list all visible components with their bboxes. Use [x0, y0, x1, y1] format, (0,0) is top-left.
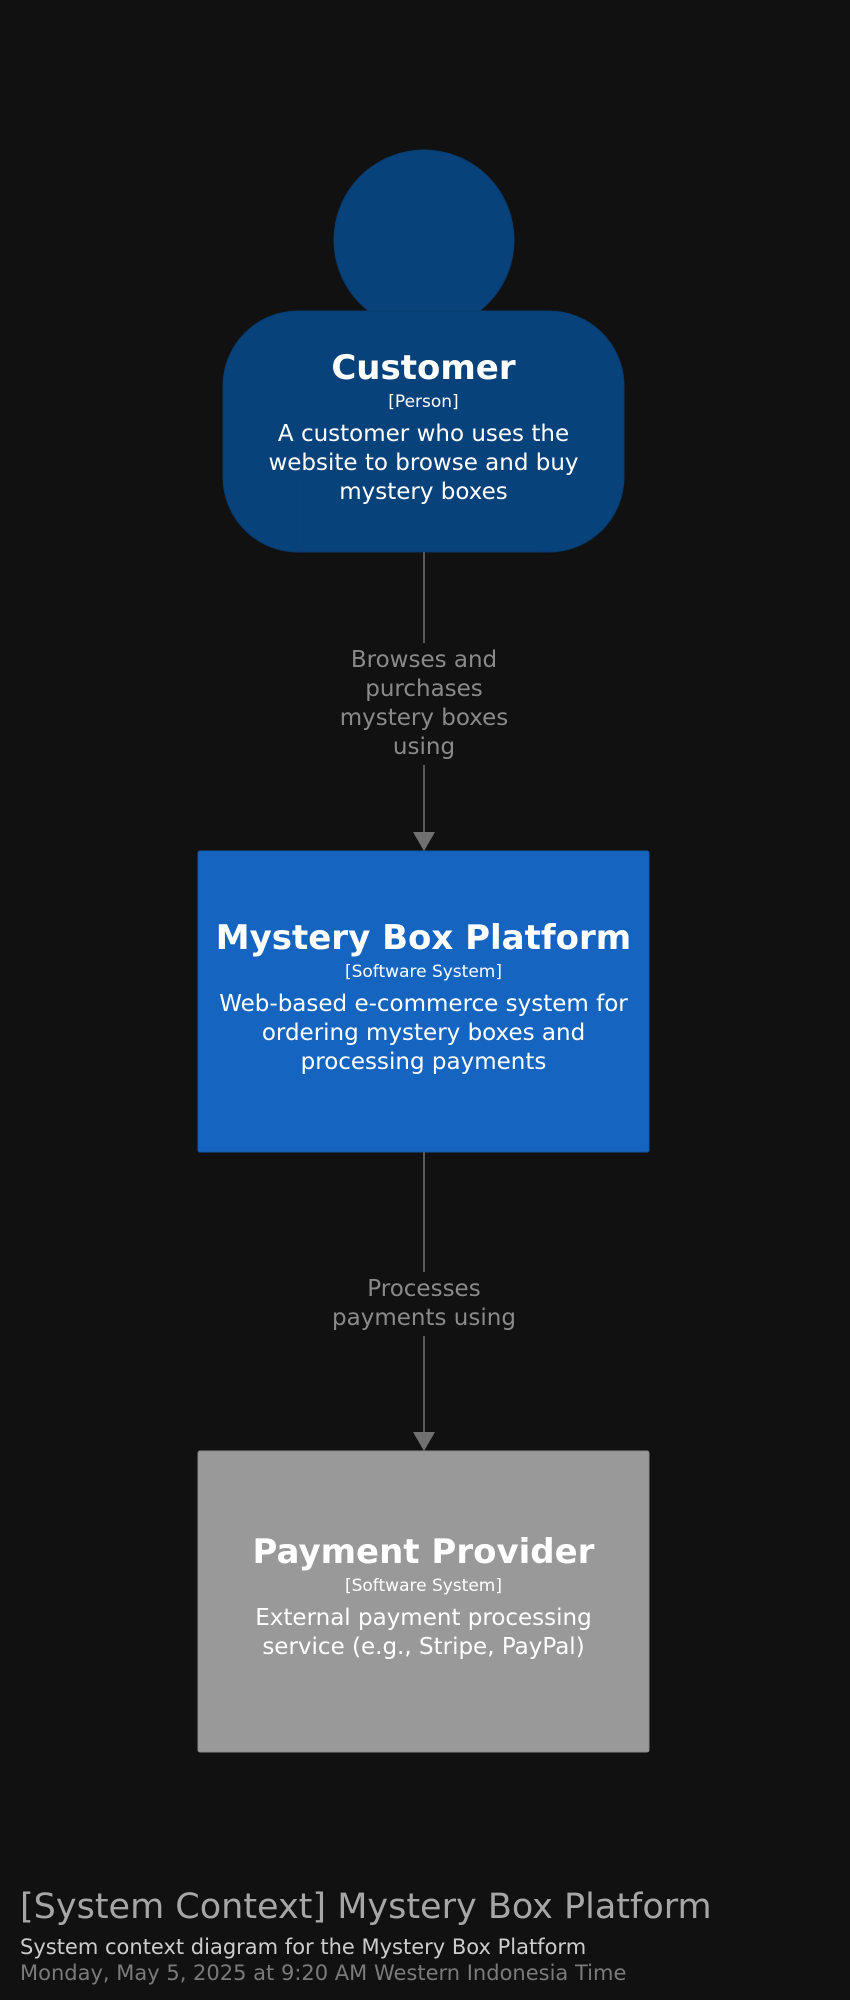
edge-label-customer-to-platform: Browses and purchases mystery boxes usin…: [324, 643, 524, 765]
platform-description: Web-based e-commerce system for ordering…: [219, 991, 628, 1075]
edge-arrowhead: [413, 1432, 435, 1451]
payment-provider-description: External payment processing service (e.g…: [255, 1605, 592, 1660]
customer-description: A customer who uses the website to brows…: [268, 421, 579, 505]
payment-provider-box[interactable]: [197, 1450, 650, 1753]
platform-name: Mystery Box Platform: [215, 918, 632, 958]
payment-provider-type: [Software System]: [344, 1576, 502, 1596]
customer-head: [333, 149, 515, 331]
payment-provider-node-text: Payment Provider [Software System] Exter…: [198, 1532, 649, 1662]
edge-label-platform-to-payment-provider: Processes payments using: [314, 1272, 534, 1336]
platform-type: [Software System]: [344, 962, 502, 982]
edge-arrowhead: [413, 832, 435, 851]
diagram-title: [System Context] Mystery Box Platform: [20, 1887, 712, 1927]
customer-name: Customer: [331, 348, 516, 388]
payment-provider-name: Payment Provider: [252, 1532, 595, 1572]
diagram-description: System context diagram for the Mystery B…: [20, 1935, 587, 1959]
customer-person-shape[interactable]: [222, 149, 625, 553]
diagram-timestamp: Monday, May 5, 2025 at 9:20 AM Western I…: [20, 1961, 627, 1985]
customer-node-text: Customer [Person] A customer who uses th…: [223, 348, 624, 507]
platform-node-text: Mystery Box Platform [Software System] W…: [198, 918, 649, 1077]
customer-type: [Person]: [388, 392, 459, 412]
